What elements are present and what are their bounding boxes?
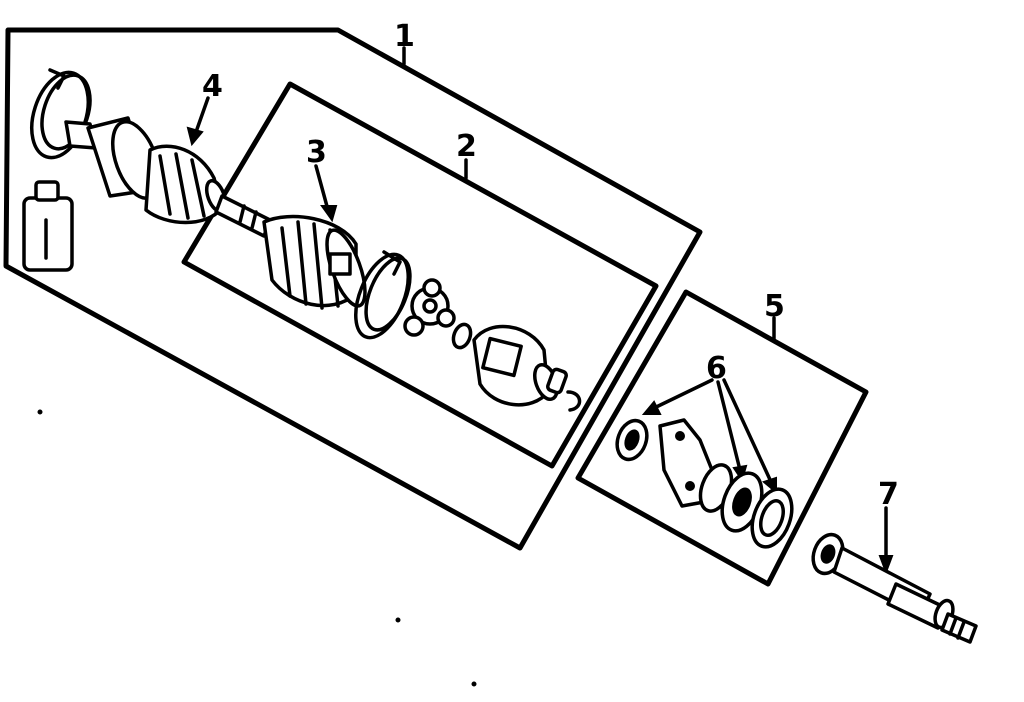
snap-ring-small <box>451 322 473 350</box>
callout-1: 1 <box>394 19 415 54</box>
outer-cv-joint <box>64 116 228 225</box>
arrow-7 <box>878 506 894 575</box>
support-bearings <box>698 463 794 549</box>
inner-boot <box>262 214 367 310</box>
speck <box>37 409 43 415</box>
callout-7: 7 <box>878 477 899 512</box>
callout-6: 6 <box>706 351 727 386</box>
inner-joint-housing <box>472 324 568 407</box>
intermediate-shaft <box>811 532 978 644</box>
tripod-spider <box>403 278 456 337</box>
snap-ring-c <box>566 390 582 412</box>
box-2-frame <box>181 81 659 469</box>
seal-ring <box>615 418 649 462</box>
arrow-4 <box>186 96 210 147</box>
callout-2: 2 <box>456 129 477 164</box>
grease-packet <box>22 180 74 272</box>
speck <box>395 617 401 623</box>
callout-4: 4 <box>202 69 223 104</box>
inner-clamp-ring <box>354 250 412 340</box>
arrow-3 <box>314 164 338 223</box>
callout-3: 3 <box>306 135 327 170</box>
speck <box>471 681 477 687</box>
box-5-frame <box>575 289 869 587</box>
half-shaft <box>214 194 272 238</box>
outer-clamp-ring <box>30 68 92 160</box>
callout-5: 5 <box>764 289 785 324</box>
box-1-frame <box>3 27 703 551</box>
